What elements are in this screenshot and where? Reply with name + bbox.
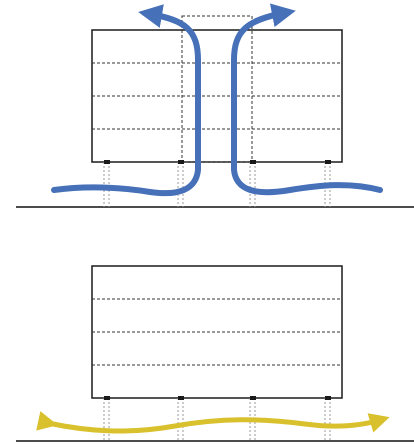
airflow-right-stream (231, 3, 383, 196)
top-panel (16, 3, 414, 208)
column-caps-top (104, 160, 331, 164)
pilotis-top (103, 162, 331, 207)
column-caps-bottom (104, 396, 331, 400)
floor-lines-bottom (92, 298, 342, 366)
atrium-void (181, 15, 253, 163)
floor-lines-top (92, 62, 342, 130)
airflow-left-stream (51, 4, 201, 197)
bottom-panel (16, 265, 414, 442)
airflow-horizontal-stream (36, 411, 390, 434)
